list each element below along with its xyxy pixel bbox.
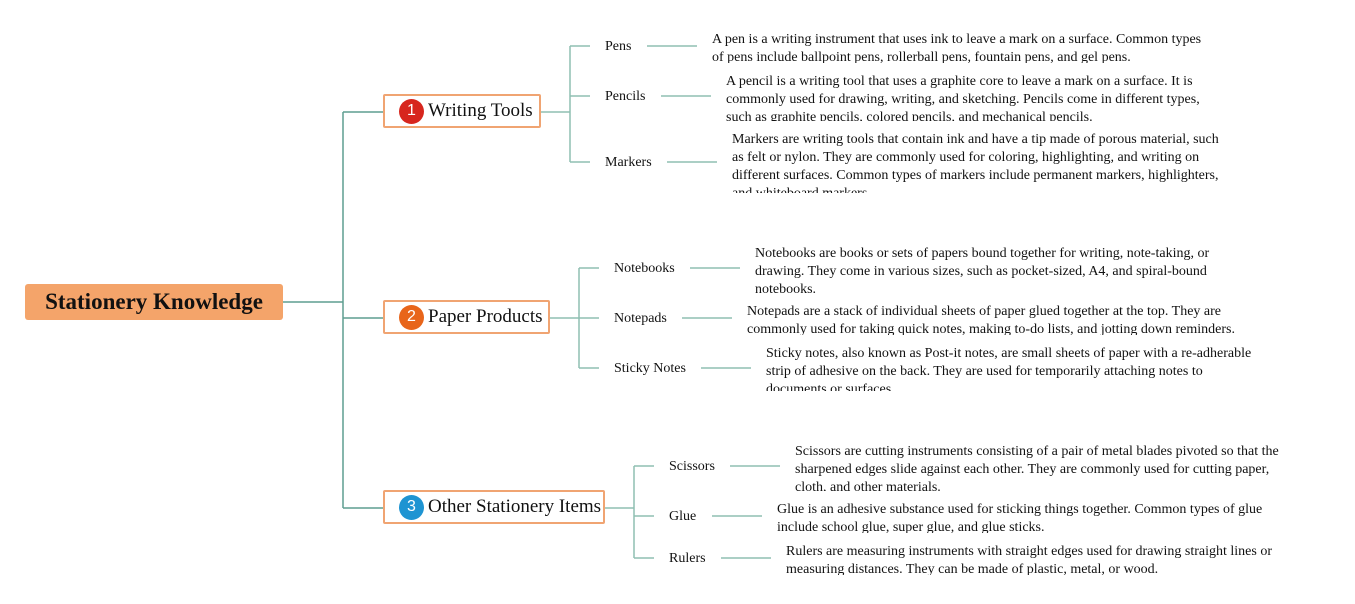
root-topic[interactable]: Stationery Knowledge [25, 284, 283, 320]
leaf-sticky-notes[interactable]: Sticky Notes [614, 361, 686, 376]
description-scissors: Scissors are cutting instruments consist… [795, 444, 1279, 491]
number-badge-3: 3 [399, 494, 424, 520]
description-rulers: Rulers are measuring instruments with st… [786, 544, 1273, 575]
branch-other-stationery-items[interactable]: 3 Other Stationery Items [383, 490, 605, 524]
leaf-notebooks[interactable]: Notebooks [614, 261, 675, 276]
branch-label: Paper Products [428, 306, 543, 327]
number-badge-1: 1 [399, 98, 424, 124]
leaf-rulers[interactable]: Rulers [669, 551, 706, 566]
leaf-pens[interactable]: Pens [605, 39, 632, 54]
description-markers: Markers are writing tools that contain i… [732, 132, 1219, 193]
branch-label: Other Stationery Items [428, 496, 602, 517]
description-sticky-notes: Sticky notes, also known as Post-it note… [766, 346, 1252, 391]
branch-label: Writing Tools [428, 100, 533, 121]
leaf-markers[interactable]: Markers [605, 155, 652, 170]
description-glue: Glue is an adhesive substance used for s… [777, 502, 1263, 533]
leaf-notepads[interactable]: Notepads [614, 311, 667, 326]
description-pens: A pen is a writing instrument that uses … [712, 32, 1202, 63]
description-notebooks: Notebooks are books or sets of papers bo… [755, 246, 1210, 293]
leaf-scissors[interactable]: Scissors [669, 459, 715, 474]
description-notepads: Notepads are a stack of individual sheet… [747, 304, 1235, 335]
number-badge-2: 2 [399, 304, 424, 330]
branch-paper-products[interactable]: 2 Paper Products [383, 300, 550, 334]
leaf-pencils[interactable]: Pencils [605, 89, 646, 104]
description-pencils: A pencil is a writing tool that uses a g… [726, 74, 1200, 121]
leaf-glue[interactable]: Glue [669, 509, 697, 524]
branch-writing-tools[interactable]: 1 Writing Tools [383, 94, 541, 128]
